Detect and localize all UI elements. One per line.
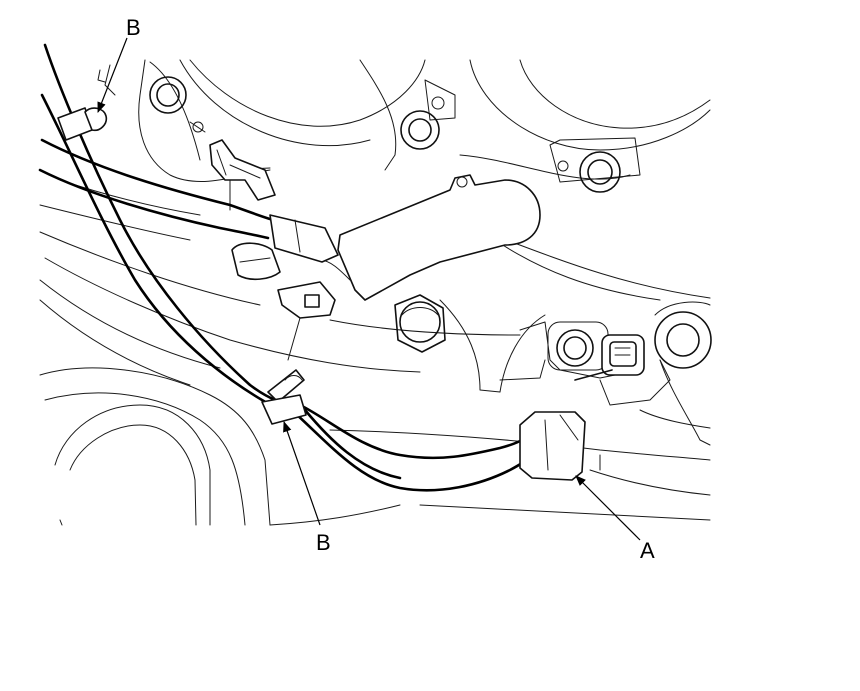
bolt-upper-mid [400, 96, 445, 150]
leader-connector [575, 475, 641, 541]
bolt-sensor-left [547, 321, 609, 371]
harness-clip-top [57, 69, 108, 141]
bolt-top-left [149, 76, 206, 133]
upper-clamp [209, 139, 276, 201]
leader-clip-top [97, 37, 128, 114]
callout-label-b-top: B [126, 15, 141, 40]
bolt-right-edge [654, 301, 712, 369]
connector-a [519, 369, 613, 481]
leader-clip-bottom [283, 420, 321, 526]
harness-bracket [319, 174, 541, 301]
harness-clip-bottom [261, 369, 307, 425]
wire-harness [38, 43, 547, 492]
bolt-upper-right [557, 151, 621, 193]
bracket-clamp [277, 281, 336, 361]
callout-label-a: A [640, 538, 655, 563]
callout-label-b-bottom: B [316, 530, 331, 555]
sensor [601, 334, 645, 376]
bolt-center-flange [394, 294, 446, 353]
callout-leaders [97, 37, 641, 541]
